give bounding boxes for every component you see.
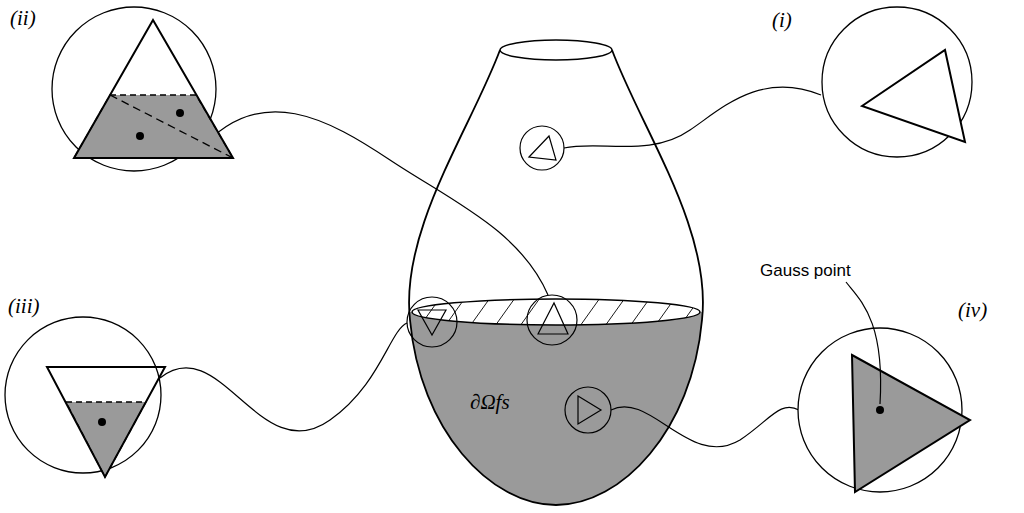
vessel-outline (409, 50, 703, 505)
boundary-label: ∂Ωfs (470, 392, 510, 413)
gauss-dot (176, 109, 184, 117)
gauss-leader (846, 282, 881, 404)
fluid-fill (380, 312, 740, 513)
zoom-circle (5, 317, 161, 473)
wetted-region (66, 402, 146, 477)
view-number: (i) (772, 10, 792, 31)
dry-element (862, 50, 965, 142)
partial-element (47, 367, 165, 477)
wetted-region (74, 95, 233, 158)
surface-hatch (420, 298, 700, 326)
view-number: (ii) (10, 8, 36, 29)
view-number: (iv) (958, 300, 987, 321)
gauss-dot (98, 418, 106, 426)
zoom-circle (822, 7, 972, 157)
gauss-point-label: Gauss point (760, 262, 851, 279)
partial-element (74, 20, 233, 158)
leader-lines (160, 87, 821, 447)
vessel-opening (500, 40, 612, 60)
gauss-dot (136, 132, 144, 140)
small-magnifiers (407, 126, 611, 433)
split-line (110, 95, 233, 158)
gauss-dot (876, 406, 884, 414)
view-number: (iii) (8, 296, 40, 317)
wet-element (852, 355, 970, 492)
